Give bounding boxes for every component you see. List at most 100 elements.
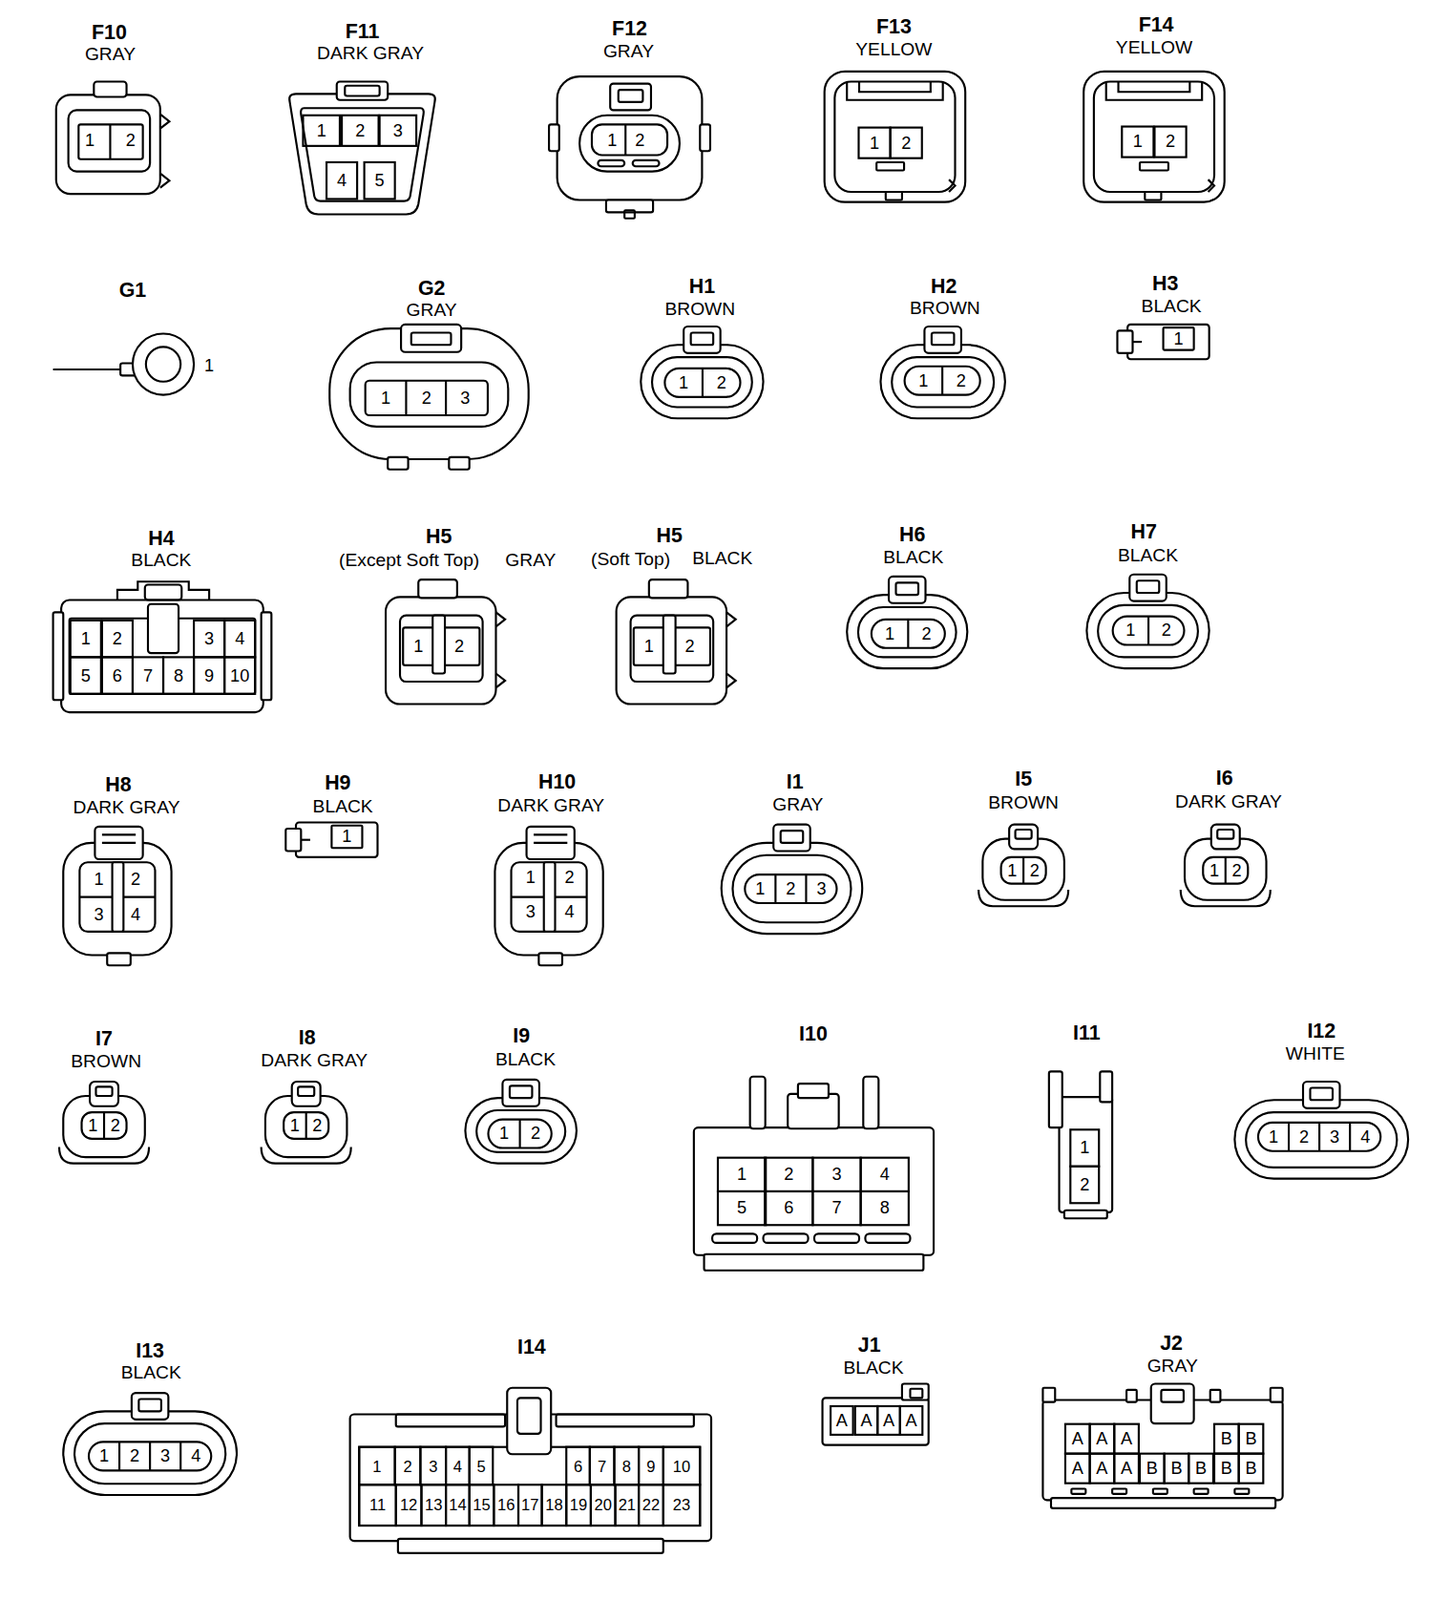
connector-code: H4 bbox=[147, 527, 174, 548]
connector-outline bbox=[1154, 126, 1186, 158]
connector-outline bbox=[663, 615, 676, 674]
connector-color: GRAY bbox=[1147, 1356, 1199, 1375]
connector-code: H7 bbox=[1131, 521, 1157, 542]
pin-number: 1 bbox=[341, 827, 352, 845]
connector-code: H5 bbox=[656, 524, 683, 545]
pin-number: 1 bbox=[918, 372, 928, 390]
connector-outline bbox=[292, 1081, 321, 1107]
connector-color: DARK GRAY bbox=[316, 43, 424, 63]
connector-outline bbox=[1151, 1383, 1195, 1424]
connector-outline bbox=[469, 1484, 495, 1526]
pin-number: 1 bbox=[1268, 1128, 1279, 1146]
connector-outline bbox=[812, 1157, 861, 1192]
connector-outline bbox=[1097, 605, 1199, 658]
connector-outline bbox=[864, 1233, 910, 1243]
connector-outline bbox=[102, 656, 133, 694]
connector-code: H1 bbox=[689, 275, 715, 296]
connector-outline bbox=[1245, 1112, 1397, 1168]
connector-outline bbox=[750, 1076, 766, 1130]
connector-outline bbox=[1083, 71, 1225, 203]
pin-number: 3 bbox=[204, 630, 214, 648]
pin-number: 2 bbox=[1299, 1128, 1309, 1146]
pin-number: A bbox=[1095, 1429, 1108, 1448]
connector-outline bbox=[1153, 1489, 1168, 1494]
connector-outline bbox=[880, 344, 1005, 419]
connector-color: WHITE bbox=[1285, 1044, 1346, 1063]
pin-number: 2 bbox=[1231, 862, 1241, 880]
connector-outline bbox=[683, 326, 720, 354]
connector-outline bbox=[1106, 82, 1202, 101]
connector-color: BLACK bbox=[883, 547, 944, 567]
pin-number: 7 bbox=[597, 1457, 607, 1474]
connector-outline bbox=[1234, 1099, 1409, 1178]
connector-outline bbox=[1090, 1424, 1115, 1454]
connector-outline bbox=[487, 1119, 551, 1149]
pin-number: 2 bbox=[783, 1165, 794, 1183]
connector-outline bbox=[138, 1398, 162, 1411]
connector-outline bbox=[358, 1447, 395, 1486]
connector-outline bbox=[773, 824, 810, 852]
connector-outline bbox=[906, 619, 909, 649]
pin-number: A bbox=[904, 1411, 917, 1430]
connector-outline bbox=[812, 1191, 861, 1225]
connector-outline bbox=[941, 366, 944, 396]
connector-outline bbox=[395, 1447, 421, 1486]
connector-outline bbox=[365, 380, 488, 416]
connector-view: I5BROWN12 bbox=[970, 766, 1077, 913]
connector-outline bbox=[609, 84, 652, 111]
connector-color: DARK GRAY bbox=[260, 1051, 368, 1070]
pin-number: A bbox=[1120, 1429, 1133, 1448]
connector-outline bbox=[888, 576, 926, 604]
connector-outline bbox=[732, 855, 851, 924]
connector-outline bbox=[420, 1484, 446, 1526]
connector-outline bbox=[509, 1085, 533, 1098]
connector-outline bbox=[1022, 857, 1025, 884]
pin-number: 2 bbox=[312, 1116, 322, 1135]
pin-number: 1 bbox=[94, 870, 105, 888]
connector-outline bbox=[615, 1484, 640, 1526]
connector-outline bbox=[518, 1484, 543, 1526]
pin-number: B bbox=[1244, 1429, 1257, 1448]
connector-view: G11 bbox=[41, 277, 222, 408]
pin-number: B bbox=[1220, 1459, 1233, 1477]
connector-code: H10 bbox=[538, 771, 576, 792]
connector-code: I1 bbox=[786, 771, 804, 792]
connector-outline bbox=[1099, 1071, 1113, 1102]
connector-view: I6DARK GRAY12 bbox=[1172, 765, 1279, 913]
connector-outline bbox=[900, 1406, 924, 1435]
connector-code: I7 bbox=[95, 1027, 113, 1048]
connector-outline bbox=[1214, 1453, 1240, 1484]
connector-outline bbox=[885, 191, 903, 201]
pin-number: 6 bbox=[112, 667, 123, 685]
connector-outline bbox=[566, 1484, 591, 1526]
connector-view: G2GRAY123 bbox=[316, 275, 541, 483]
connector-outline bbox=[147, 604, 179, 653]
connector-color: BROWN bbox=[988, 793, 1059, 812]
connector-code: H3 bbox=[1152, 272, 1178, 293]
connector-outline bbox=[824, 71, 967, 203]
connector-code: J1 bbox=[858, 1334, 882, 1355]
connector-outline bbox=[846, 82, 943, 101]
connector-outline bbox=[780, 830, 804, 843]
connector-view: I12WHITE1234 bbox=[1222, 1018, 1421, 1192]
pin-number: A bbox=[1072, 1459, 1084, 1477]
pin-number: 9 bbox=[646, 1457, 655, 1474]
connector-color: BLACK bbox=[1117, 546, 1178, 565]
pin-number: 2 bbox=[402, 1457, 412, 1474]
connector-drawing bbox=[628, 273, 776, 431]
pin-number: 2 bbox=[1161, 622, 1172, 640]
connector-outline bbox=[1132, 340, 1142, 343]
connector-outline bbox=[118, 1441, 121, 1471]
pin-number: 23 bbox=[672, 1496, 691, 1514]
connector-outline bbox=[1001, 857, 1047, 884]
connector-outline bbox=[1234, 1489, 1249, 1494]
pin-number: 1 bbox=[1125, 622, 1136, 640]
connector-outline bbox=[590, 1484, 616, 1526]
pin-number: 2 bbox=[530, 1124, 541, 1142]
connector-code: I9 bbox=[512, 1025, 530, 1046]
connector-code: H9 bbox=[324, 772, 351, 793]
connector-outline bbox=[1065, 1453, 1091, 1484]
connector-outline bbox=[420, 1447, 446, 1486]
connector-drawing bbox=[868, 273, 1018, 431]
connector-outline bbox=[663, 1447, 700, 1486]
